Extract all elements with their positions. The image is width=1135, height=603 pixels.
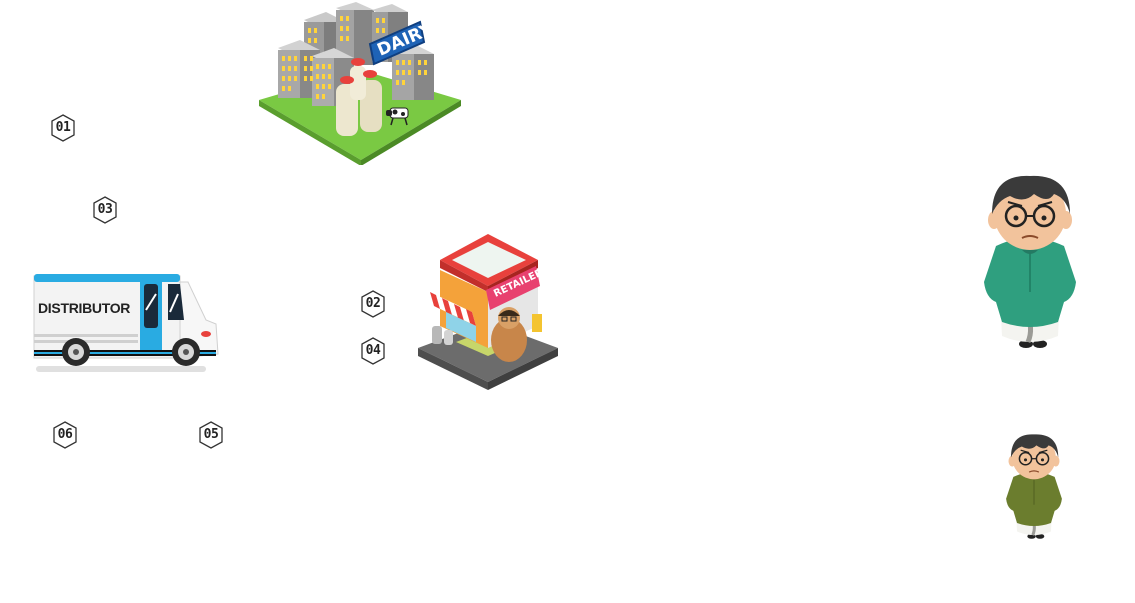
step-badge-03: 03 <box>92 196 118 224</box>
dairy-illustration: DAIRY <box>256 0 466 166</box>
customer-figure-small <box>1002 432 1066 540</box>
step-badge-05: 05 <box>198 421 224 449</box>
step-number: 03 <box>97 202 113 217</box>
distributor-truck: DISTRIBUTOR <box>30 270 222 374</box>
step-badge-01: 01 <box>50 114 76 142</box>
step-badge-06: 06 <box>52 421 78 449</box>
step-number: 05 <box>203 427 219 442</box>
step-badge-02: 02 <box>360 290 386 318</box>
step-number: 04 <box>365 343 381 358</box>
retailer-illustration: RETAILER <box>416 230 562 390</box>
step-number: 01 <box>55 120 71 135</box>
step-badge-04: 04 <box>360 337 386 365</box>
distributor-label: DISTRIBUTOR <box>38 300 131 316</box>
customer-figure-large <box>978 172 1082 350</box>
step-number: 06 <box>57 427 73 442</box>
step-number: 02 <box>365 296 381 311</box>
